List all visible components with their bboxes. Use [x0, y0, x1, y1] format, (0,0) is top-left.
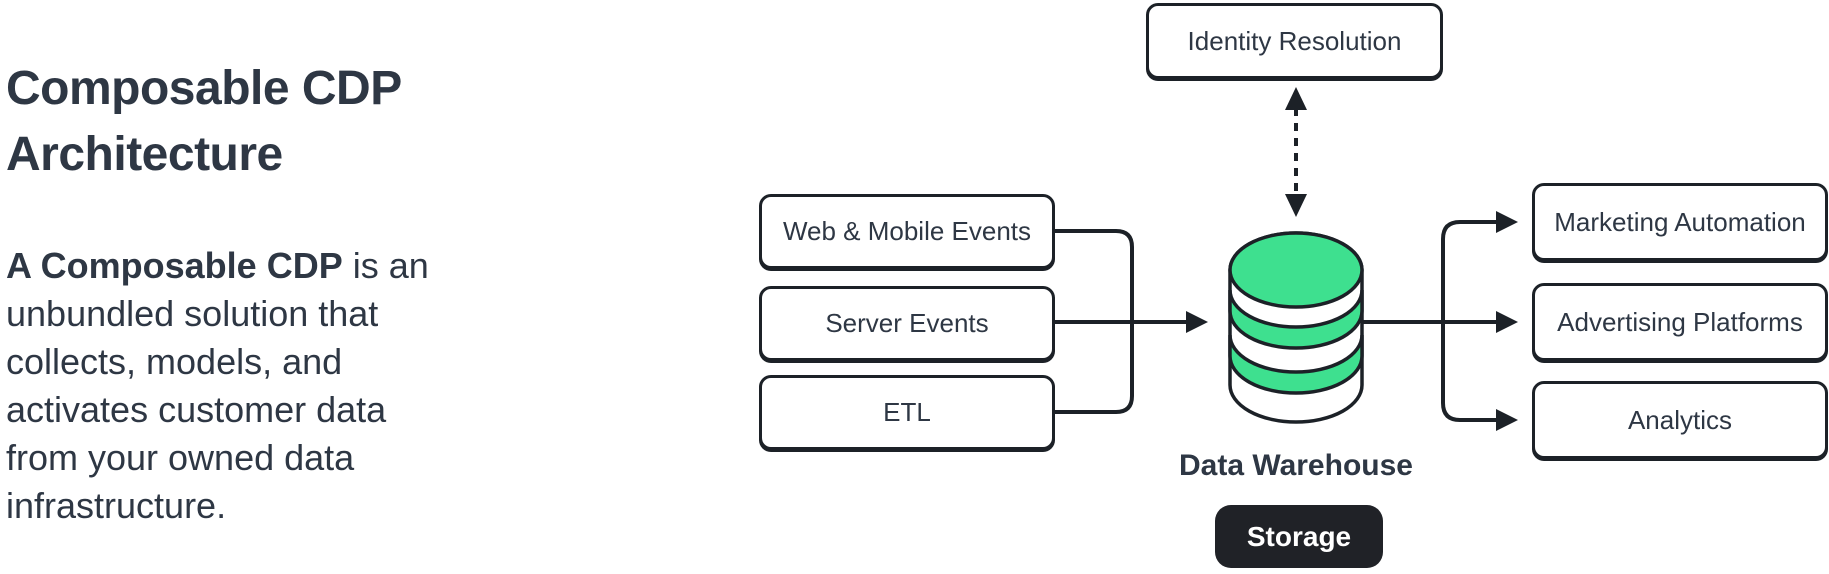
node-web-mobile-events: Web & Mobile Events	[759, 194, 1055, 269]
arrowhead-down-warehouse-icon	[1285, 194, 1307, 217]
database-top	[1228, 231, 1364, 309]
database-band-2	[1228, 334, 1364, 395]
arrowhead-advertising-icon	[1496, 311, 1518, 333]
intro-line-rest: is an	[342, 245, 429, 286]
node-identity-resolution: Identity Resolution	[1146, 3, 1443, 79]
sources-bracket-line	[1053, 229, 1134, 414]
intro-line: A Composable CDP is an	[6, 242, 429, 290]
destinations-bracket-line	[1362, 220, 1496, 422]
node-marketing-automation: Marketing Automation	[1532, 183, 1828, 261]
arrowhead-marketing-icon	[1496, 211, 1518, 233]
node-etl: ETL	[759, 375, 1055, 450]
node-server-events: Server Events	[759, 286, 1055, 361]
intro-line: from your owned data	[6, 437, 355, 478]
intro-lead-bold: A Composable CDP	[6, 245, 343, 286]
node-label: Advertising Platforms	[1557, 306, 1803, 337]
node-label: Marketing Automation	[1554, 206, 1806, 237]
node-analytics: Analytics	[1532, 381, 1828, 459]
node-label: ETL	[883, 397, 931, 427]
intro-line: unbundled solution that	[6, 293, 379, 334]
arrowhead-into-warehouse-icon	[1186, 311, 1208, 333]
page-title: Composable CDP Architecture	[6, 56, 402, 188]
node-label: Identity Resolution	[1187, 25, 1402, 56]
arrowhead-analytics-icon	[1496, 409, 1518, 431]
node-advertising-platforms: Advertising Platforms	[1532, 283, 1828, 361]
node-label: Server Events	[825, 308, 989, 338]
database-band-1	[1228, 289, 1364, 350]
title-line-2: Architecture	[6, 128, 283, 181]
database-body	[1228, 231, 1364, 424]
intro-line: collects, models, and	[6, 341, 343, 382]
intro-paragraph: A Composable CDP is an unbundled solutio…	[6, 242, 429, 530]
warehouse-label: Data Warehouse	[1179, 449, 1413, 482]
storage-badge: Storage	[1215, 505, 1383, 568]
intro-line: activates customer data	[6, 389, 387, 430]
title-line-1: Composable CDP	[6, 62, 402, 115]
intro-line: infrastructure.	[6, 485, 227, 526]
database-icon	[1228, 231, 1364, 424]
node-label: Analytics	[1627, 404, 1733, 435]
arrowhead-up-identity-icon	[1285, 87, 1307, 110]
node-label: Web & Mobile Events	[782, 216, 1032, 246]
